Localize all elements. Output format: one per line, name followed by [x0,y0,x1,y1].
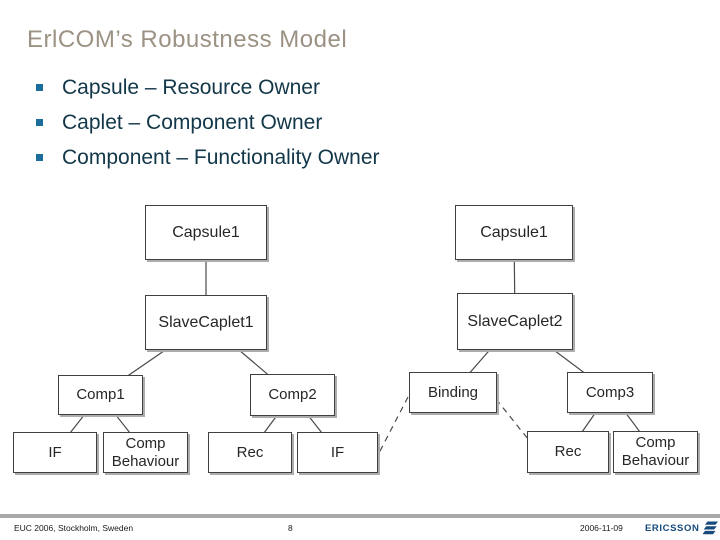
node-rec-comp3: Rec [527,431,609,473]
node-capsule1-right: Capsule1 [455,205,573,260]
bullet-list: Capsule – Resource Owner Caplet – Compon… [36,76,380,181]
footer-conference: EUC 2006, Stockholm, Sweden [14,523,134,533]
node-comp1: Comp1 [58,375,143,415]
bullet-square-icon [36,119,43,126]
slide-title: ErlCOM’s Robustness Model [27,26,348,53]
ericsson-flash-icon [703,521,719,535]
bullet-label: Caplet – Component Owner [62,111,323,134]
node-if-comp2: IF [297,432,378,473]
footer-date: 2006-11-09 [580,523,623,533]
dashed-connector-binding-if [378,396,409,454]
ericsson-logo: ERICSSON [645,521,719,535]
node-comp-behaviour-comp3: Comp Behaviour [613,431,698,473]
bullet-item: Caplet – Component Owner [36,111,380,146]
bullet-square-icon [36,154,43,161]
node-comp2: Comp2 [250,374,335,416]
node-comp3: Comp3 [567,372,653,413]
bullet-item: Capsule – Resource Owner [36,76,380,111]
node-rec-comp2: Rec [208,432,292,473]
bullet-square-icon [36,84,43,91]
node-comp-behaviour-comp1: Comp Behaviour [103,432,188,473]
footer-page-number: 8 [288,523,293,533]
node-binding: Binding [409,372,497,413]
ericsson-logo-text: ERICSSON [645,522,700,534]
node-slavecaplet1: SlaveCaplet1 [145,295,267,350]
bullet-item: Component – Functionality Owner [36,146,380,181]
node-slavecaplet2: SlaveCaplet2 [457,293,573,350]
bullet-label: Capsule – Resource Owner [62,76,320,99]
footer-divider [0,514,720,518]
node-if-comp1: IF [13,432,97,473]
bullet-label: Component – Functionality Owner [62,146,380,169]
node-capsule1-left: Capsule1 [145,205,267,260]
